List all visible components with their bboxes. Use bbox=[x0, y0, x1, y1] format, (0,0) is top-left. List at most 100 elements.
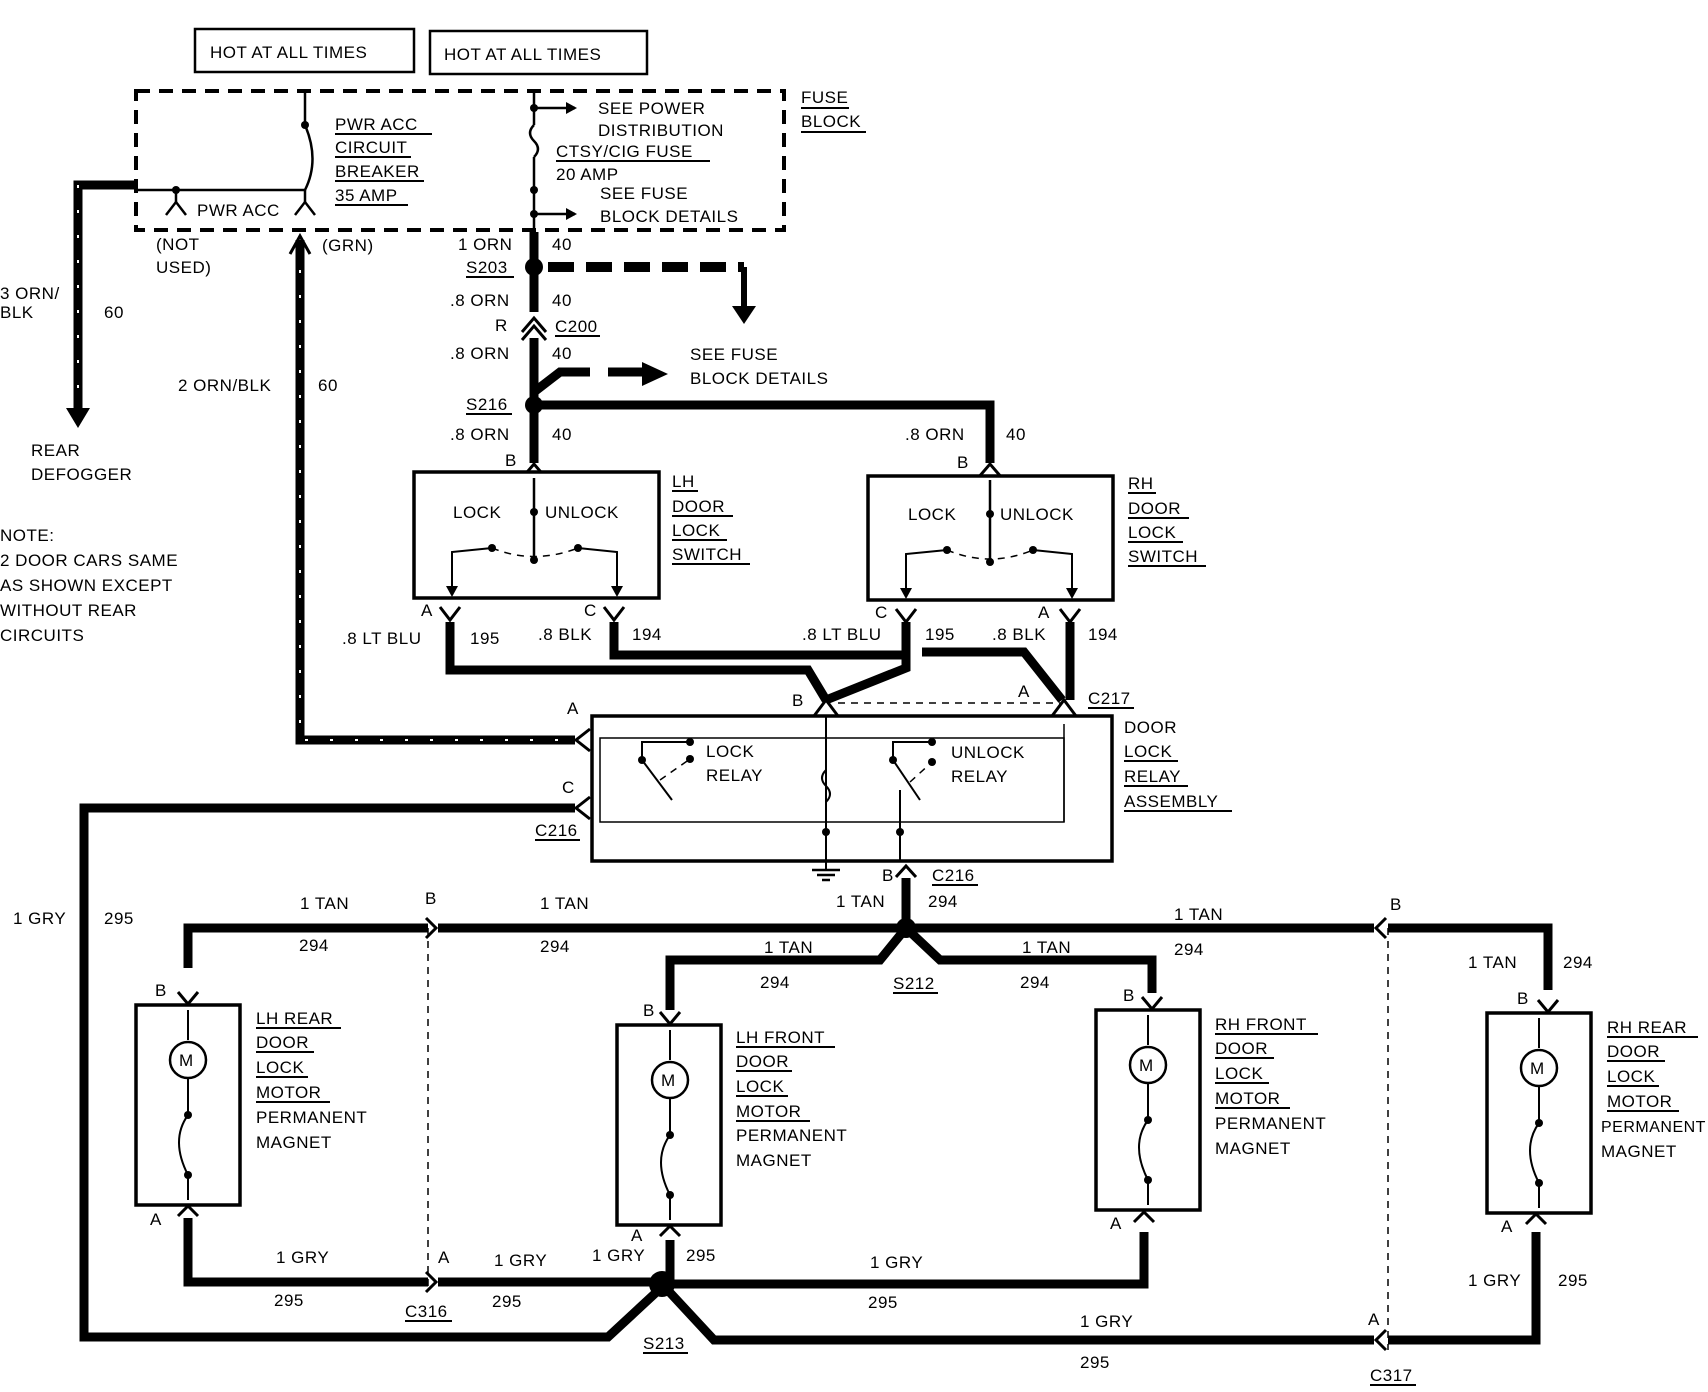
svg-text:CTSY/CIG FUSE: CTSY/CIG FUSE bbox=[556, 142, 693, 161]
svg-text:MAGNET: MAGNET bbox=[256, 1133, 332, 1152]
svg-text:195: 195 bbox=[470, 629, 500, 648]
svg-text:USED): USED) bbox=[156, 258, 211, 277]
svg-text:NOTE:: NOTE: bbox=[0, 526, 54, 545]
svg-text:C: C bbox=[562, 778, 575, 797]
svg-text:MOTOR: MOTOR bbox=[736, 1102, 801, 1121]
svg-text:LOCK: LOCK bbox=[706, 742, 754, 761]
svg-text:1 TAN: 1 TAN bbox=[1468, 953, 1517, 972]
svg-text:AS SHOWN EXCEPT: AS SHOWN EXCEPT bbox=[0, 576, 173, 595]
svg-text:LOCK: LOCK bbox=[1607, 1067, 1655, 1086]
svg-text:LOCK: LOCK bbox=[1215, 1064, 1263, 1083]
svg-text:194: 194 bbox=[1088, 625, 1118, 644]
svg-text:1 TAN: 1 TAN bbox=[764, 938, 813, 957]
svg-text:M: M bbox=[661, 1071, 676, 1090]
svg-text:2 ORN/BLK: 2 ORN/BLK bbox=[178, 376, 271, 395]
door-lock-relay-assembly: B A C217 DOOR LOCK RELAY ASSEMBLY LOCK bbox=[535, 682, 1232, 886]
svg-text:195: 195 bbox=[925, 625, 955, 644]
svg-text:A: A bbox=[1038, 603, 1050, 622]
svg-text:C: C bbox=[875, 603, 888, 622]
rear-defogger-wire: 3 ORN/ BLK 60 REAR DEFOGGER bbox=[0, 180, 136, 484]
hot-at-all-times-boxes: HOT AT ALL TIMES HOT AT ALL TIMES bbox=[193, 27, 649, 76]
svg-text:2 DOOR CARS SAME: 2 DOOR CARS SAME bbox=[0, 551, 178, 570]
svg-text:20 AMP: 20 AMP bbox=[556, 165, 619, 184]
svg-text:RH: RH bbox=[1128, 474, 1154, 493]
svg-text:CIRCUIT: CIRCUIT bbox=[335, 138, 407, 157]
gry-295-bus: 1 GRY 295 1 GRY 295 A C316 1 GRY 295 1 G… bbox=[13, 803, 1588, 1386]
svg-text:DOOR: DOOR bbox=[1128, 499, 1181, 518]
svg-text:DEFOGGER: DEFOGGER bbox=[31, 465, 132, 484]
svg-text:DOOR: DOOR bbox=[736, 1052, 789, 1071]
svg-text:A: A bbox=[631, 1226, 643, 1245]
svg-text:C: C bbox=[584, 601, 597, 620]
rh-front-door-lock-motor: B A M RH FRONT DOOR LOCK MOTOR PERMANENT… bbox=[1094, 986, 1326, 1233]
svg-text:A: A bbox=[438, 1248, 450, 1267]
svg-text:.8 BLK: .8 BLK bbox=[538, 625, 592, 644]
tan-294-bus: 1 TAN 294 B 1 TAN 294 1 TAN 294 1 TAN 29… bbox=[183, 878, 1593, 1010]
svg-text:DOOR: DOOR bbox=[1124, 718, 1177, 737]
svg-text:LOCK: LOCK bbox=[256, 1058, 304, 1077]
svg-text:.8 BLK: .8 BLK bbox=[992, 625, 1046, 644]
svg-text:RH FRONT: RH FRONT bbox=[1215, 1015, 1307, 1034]
hot-label-left: HOT AT ALL TIMES bbox=[210, 43, 367, 62]
svg-text:B: B bbox=[957, 453, 969, 472]
svg-text:LOCK: LOCK bbox=[1128, 523, 1176, 542]
svg-text:RH REAR: RH REAR bbox=[1607, 1018, 1687, 1037]
svg-text:LOCK: LOCK bbox=[1124, 742, 1172, 761]
svg-text:MAGNET: MAGNET bbox=[1215, 1139, 1291, 1158]
svg-text:1 GRY: 1 GRY bbox=[870, 1253, 923, 1272]
svg-text:294: 294 bbox=[1563, 953, 1593, 972]
svg-text:C200: C200 bbox=[555, 317, 598, 336]
svg-text:295: 295 bbox=[274, 1291, 304, 1310]
svg-text:1 TAN: 1 TAN bbox=[1022, 938, 1071, 957]
svg-text:295: 295 bbox=[686, 1246, 716, 1265]
svg-text:S212: S212 bbox=[893, 974, 935, 993]
lh-door-lock-switch: B LOCK UNLOCK LH DOOR LOCK SWITCH A C bbox=[412, 451, 750, 623]
svg-text:SEE FUSE: SEE FUSE bbox=[600, 184, 688, 203]
svg-text:1 GRY: 1 GRY bbox=[1468, 1271, 1521, 1290]
svg-text:C317: C317 bbox=[1370, 1366, 1413, 1385]
svg-text:UNLOCK: UNLOCK bbox=[951, 743, 1025, 762]
svg-text:REAR: REAR bbox=[31, 441, 80, 460]
svg-text:LOCK: LOCK bbox=[453, 503, 501, 522]
svg-text:1 GRY: 1 GRY bbox=[592, 1246, 645, 1265]
svg-text:SEE POWER: SEE POWER bbox=[598, 99, 705, 118]
svg-text:1 GRY: 1 GRY bbox=[276, 1248, 329, 1267]
svg-text:DOOR: DOOR bbox=[1215, 1039, 1268, 1058]
svg-text:C316: C316 bbox=[405, 1302, 448, 1321]
svg-text:MOTOR: MOTOR bbox=[1607, 1092, 1672, 1111]
svg-text:SWITCH: SWITCH bbox=[1128, 547, 1198, 566]
svg-text:FUSE: FUSE bbox=[801, 88, 848, 107]
svg-text:60: 60 bbox=[104, 303, 124, 322]
motor-icon: M bbox=[168, 1010, 208, 1200]
svg-text:295: 295 bbox=[1558, 1271, 1588, 1290]
svg-text:LOCK: LOCK bbox=[672, 521, 720, 540]
svg-text:B: B bbox=[1390, 895, 1402, 914]
note-block: NOTE: 2 DOOR CARS SAME AS SHOWN EXCEPT W… bbox=[0, 526, 178, 645]
svg-text:B: B bbox=[1517, 989, 1529, 1008]
svg-text:B: B bbox=[882, 866, 894, 885]
svg-text:DISTRIBUTION: DISTRIBUTION bbox=[598, 121, 724, 140]
svg-text:C216: C216 bbox=[535, 821, 578, 840]
svg-text:294: 294 bbox=[299, 936, 329, 955]
svg-text:.8 ORN: .8 ORN bbox=[450, 291, 510, 310]
svg-text:BLK: BLK bbox=[0, 303, 34, 322]
svg-text:B: B bbox=[505, 451, 517, 470]
svg-text:A: A bbox=[1368, 1310, 1380, 1329]
svg-text:BLOCK: BLOCK bbox=[801, 112, 861, 131]
svg-text:PWR ACC: PWR ACC bbox=[335, 115, 418, 134]
svg-text:294: 294 bbox=[1174, 940, 1204, 959]
svg-text:RELAY: RELAY bbox=[1124, 767, 1181, 786]
svg-text:1 TAN: 1 TAN bbox=[1174, 905, 1223, 924]
svg-text:B: B bbox=[643, 1001, 655, 1020]
svg-text:PERMANENT: PERMANENT bbox=[256, 1108, 367, 1127]
svg-text:(NOT: (NOT bbox=[156, 235, 200, 254]
svg-text:UNLOCK: UNLOCK bbox=[1000, 505, 1074, 524]
rh-rear-door-lock-motor: B A M RH REAR DOOR LOCK MOTOR PERMANENT … bbox=[1485, 989, 1705, 1236]
rh-door-lock-switch: B LOCK UNLOCK RH DOOR LOCK SWITCH C A bbox=[866, 453, 1206, 625]
svg-text:MOTOR: MOTOR bbox=[256, 1083, 321, 1102]
svg-text:DOOR: DOOR bbox=[256, 1033, 309, 1052]
svg-text:LH REAR: LH REAR bbox=[256, 1009, 333, 1028]
svg-text:B: B bbox=[1123, 986, 1135, 1005]
svg-text:B: B bbox=[792, 691, 804, 710]
